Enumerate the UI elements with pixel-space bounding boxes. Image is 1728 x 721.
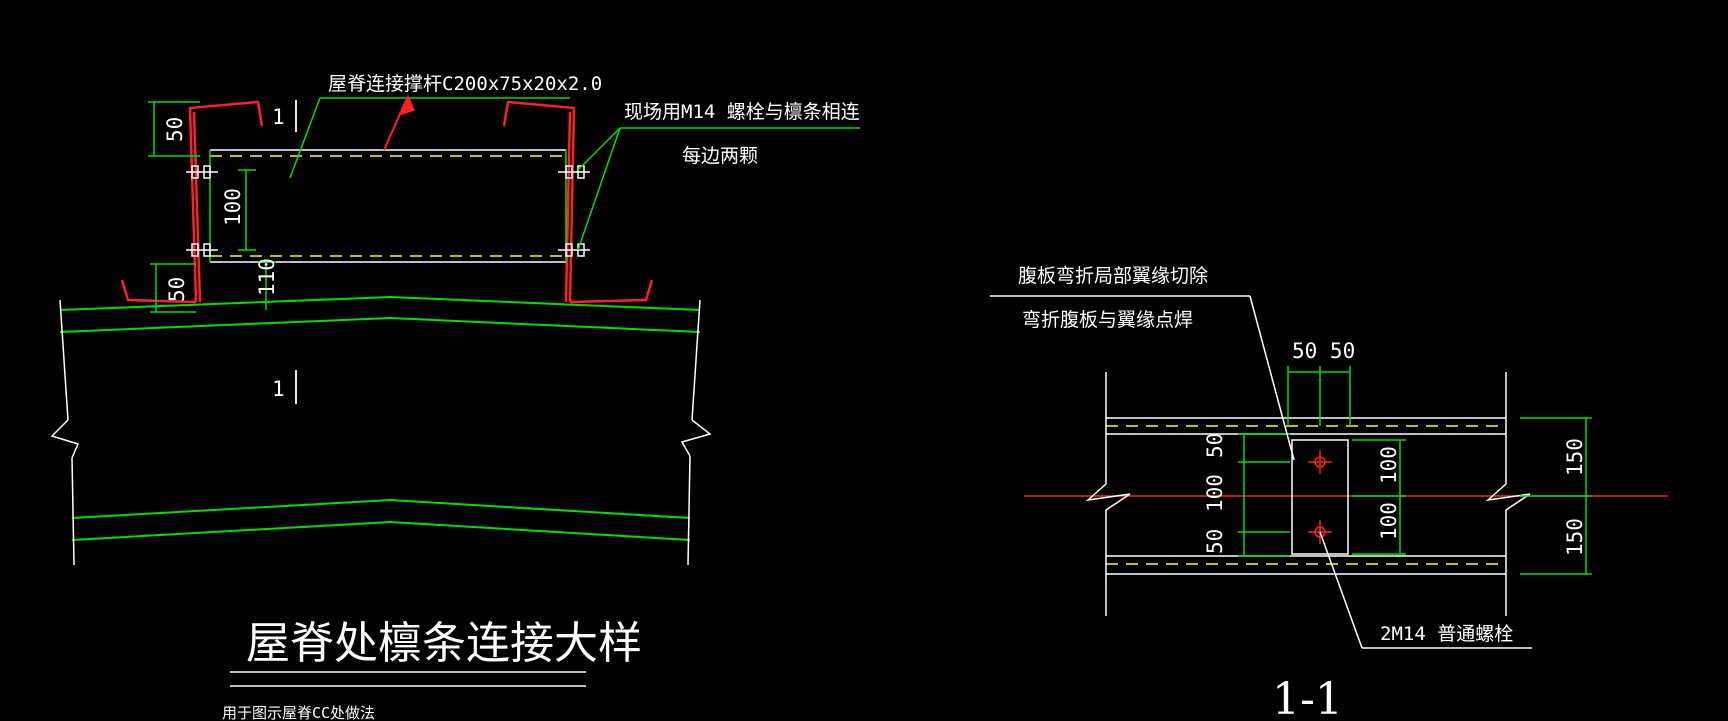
title-underline [230,671,586,687]
dim-50-bottom: 50 [165,277,189,302]
detail-note: 用于图示屋脊CC处做法 [222,704,375,721]
section-mark-top: 1 [272,105,285,129]
roof-beam [50,295,712,566]
section-mark-bottom: 1 [272,377,285,401]
right-dimensions [1238,366,1592,575]
section-title: 1-1 [1272,674,1343,721]
dim-100: 100 [221,188,245,226]
dim-110: 110 [255,258,279,296]
right-leader-lines [990,295,1532,649]
dim-left-50-top: 50 [1203,433,1227,458]
dim-50-top: 50 [163,117,187,142]
beam-flanges [1106,417,1506,575]
ridge-purlin-detail: 屋脊连接撑杆C200x75x20x2.0 现场用M14 螺栓与檩条相连 每边两颗… [50,73,860,721]
bolt-icon [186,243,218,257]
connection-plate [1291,439,1349,555]
bolt-icon [186,165,218,179]
left-dimensions [148,101,276,313]
leader-lines [289,93,860,251]
bolt-label: 现场用M14 螺栓与檩条相连 [624,101,860,123]
right-purlin [502,100,654,304]
note-spot-weld: 弯折腹板与翼缘点焊 [1022,309,1193,331]
dim-right-150-top: 150 [1563,438,1587,476]
section-1-1-detail: 腹板弯折局部翼缘切除 弯折腹板与翼缘点焊 50 50 50 100 50 100… [990,265,1668,721]
break-lines [1085,372,1531,616]
left-purlin [120,100,264,304]
dim-inner-100-top: 100 [1377,446,1401,484]
detail-title: 屋脊处檩条连接大样 [246,618,642,669]
dim-top: 50 50 [1292,339,1355,363]
dim-right-150-bottom: 150 [1563,518,1587,556]
note-web-bend: 腹板弯折局部翼缘切除 [1018,265,1208,287]
dim-inner-100-bottom: 100 [1377,502,1401,540]
dim-left-50-bottom: 50 [1203,529,1227,554]
dim-left-100: 100 [1203,474,1227,512]
bolt-label-2: 每边两颗 [682,145,758,167]
bolt-spec-label: 2M14 普通螺栓 [1380,623,1513,645]
brace-label: 屋脊连接撑杆C200x75x20x2.0 [328,73,602,95]
